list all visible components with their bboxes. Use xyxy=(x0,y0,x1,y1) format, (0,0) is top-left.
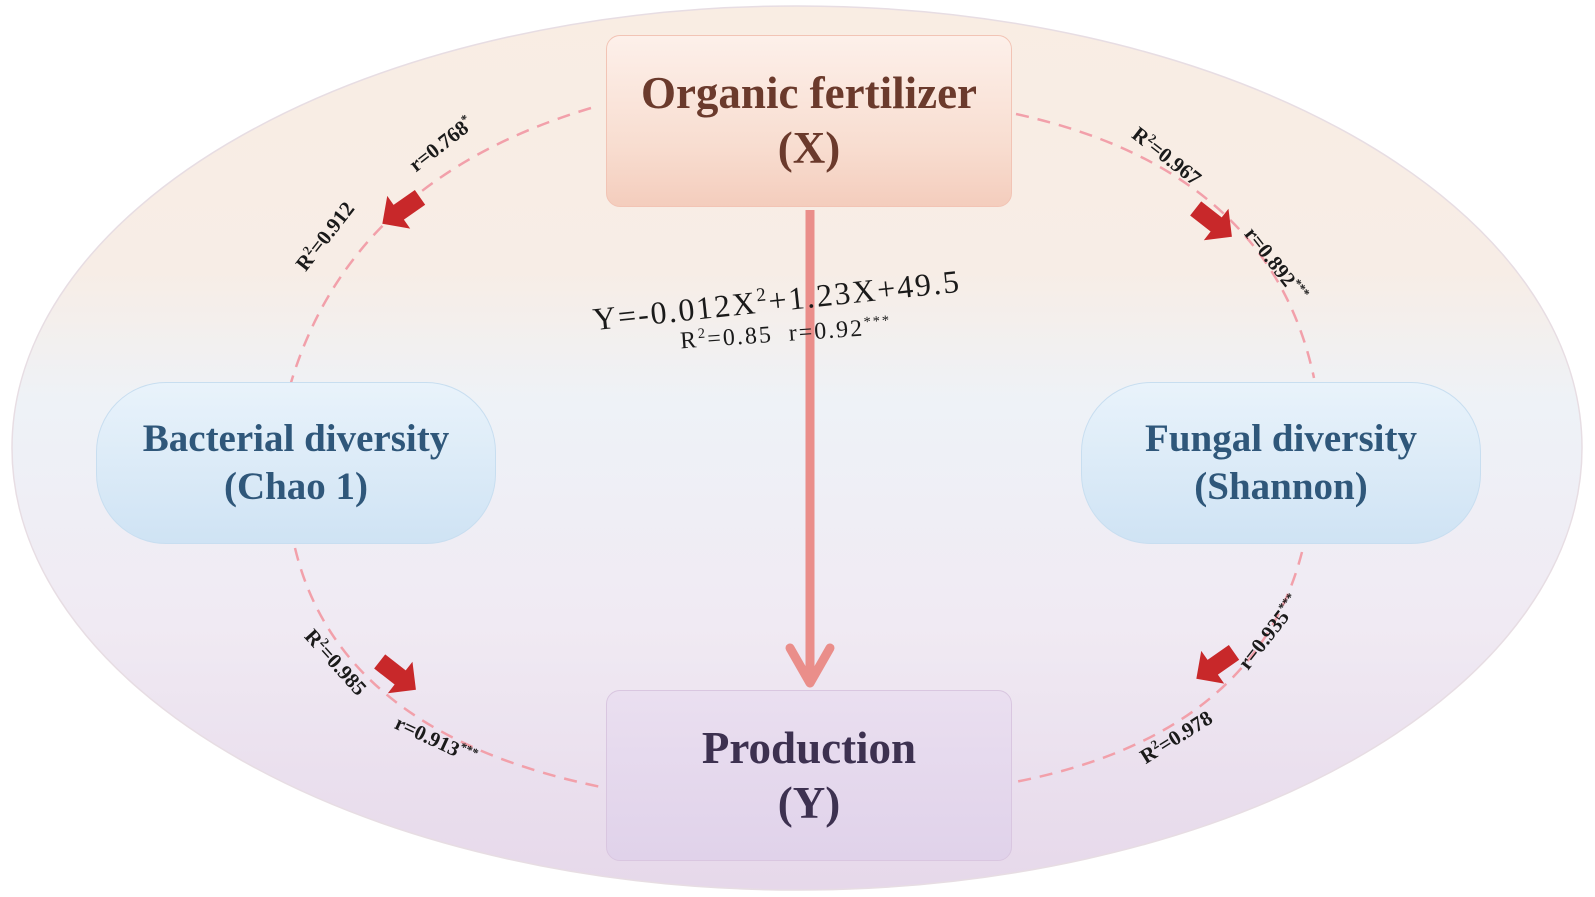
node-organic-fertilizer: Organic fertilizer (X) xyxy=(606,35,1012,207)
node-fungal-diversity: Fungal diversity (Shannon) xyxy=(1081,382,1481,544)
red-arrow-x-fungal xyxy=(1190,201,1232,241)
node-production: Production (Y) xyxy=(606,690,1012,861)
red-arrow-bacterial-y xyxy=(374,654,416,694)
red-arrow-x-bacterial xyxy=(382,190,426,229)
node-fungal-diversity-title: Fungal diversity xyxy=(1145,417,1417,461)
connector-x-fungal xyxy=(1015,112,1316,379)
node-organic-fertilizer-symbol: (X) xyxy=(777,123,841,173)
node-bacterial-diversity-index: (Chao 1) xyxy=(223,465,369,508)
node-fungal-diversity-index: (Shannon) xyxy=(1194,465,1368,508)
node-bacterial-diversity-title: Bacterial diversity xyxy=(142,417,450,461)
node-bacterial-diversity: Bacterial diversity (Chao 1) xyxy=(96,382,496,544)
node-production-title: Production xyxy=(701,722,917,773)
connector-bacterial-y xyxy=(293,547,607,790)
connector-fungal-y xyxy=(1014,551,1304,784)
main-arrow-head xyxy=(785,643,835,688)
red-arrow-fungal-y xyxy=(1196,645,1240,684)
node-production-symbol: (Y) xyxy=(777,777,841,828)
node-organic-fertilizer-title: Organic fertilizer xyxy=(640,68,978,119)
